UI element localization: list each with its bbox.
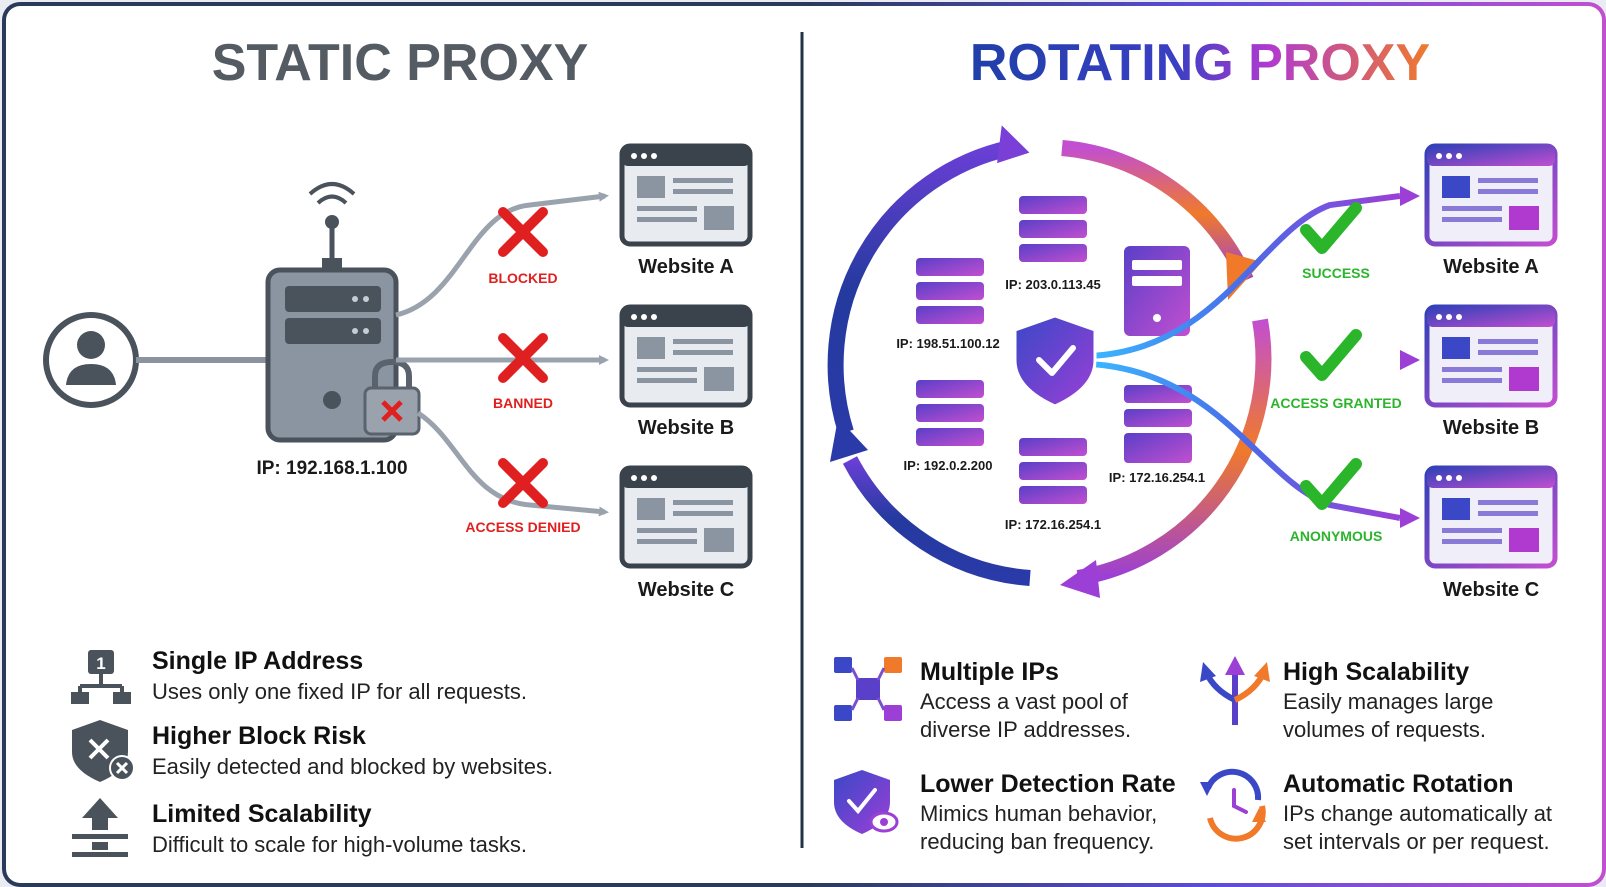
static-website-b-label: Website B [638,417,734,439]
user-avatar-icon [43,312,139,408]
static-website-b-icon [619,304,753,408]
ip-server-1-icon [1019,196,1087,262]
static-ip-label: IP: 192.168.1.100 [256,458,407,479]
ip-label-4: IP: 172.16.254.1 [1005,517,1101,532]
static-website-a-icon [619,143,753,247]
rotating-website-c-label: Website C [1443,579,1539,601]
static-website-c-label: Website C [638,579,734,601]
static-website-a-label: Website A [638,256,734,278]
success-check-icon [1300,202,1362,254]
limited-scale-icon [72,798,128,857]
network-nodes-icon [834,657,902,721]
static-route-a [395,191,609,318]
ring-arrowhead-top [997,125,1030,164]
static-feature-title-2: Limited Scalability [152,800,372,828]
banned-x-icon [498,333,548,383]
rotating-feature-title-3: Automatic Rotation [1283,770,1514,798]
rotating-website-b-icon [1424,304,1558,408]
ip-label-1: IP: 203.0.113.45 [1005,277,1100,292]
rotating-feature-title-1: High Scalability [1283,658,1469,686]
rotating-website-a-label: Website A [1443,256,1539,278]
frame-background [6,6,1602,883]
blocked-x-icon [498,207,548,257]
shield-x-icon [72,720,135,782]
status-success: SUCCESS [1302,265,1370,281]
lock-icon [363,358,421,436]
shield-check-icon [1013,314,1097,408]
status-anonymous: ANONYMOUS [1290,528,1383,544]
status-blocked: BLOCKED [488,270,557,286]
static-route-c [416,410,609,517]
static-feature-desc-2: Difficult to scale for high-volume tasks… [152,832,527,857]
rotating-website-c-icon [1424,465,1558,569]
ring-arrowhead-bottom [1060,560,1100,598]
status-access-granted: ACCESS GRANTED [1270,395,1401,411]
rotation-clock-icon [1200,768,1266,842]
static-title: STATIC PROXY [212,34,589,92]
static-feature-desc-0: Uses only one fixed IP for all requests. [152,679,527,704]
ring-arrow-bottom-left [842,456,1031,586]
rotating-title: ROTATING PROXY [970,34,1430,92]
anonymous-check-icon [1300,458,1362,510]
rotating-feature-title-0: Multiple IPs [920,658,1059,686]
rotating-feature-desc-0b: diverse IP addresses. [920,717,1131,742]
static-website-c-icon [619,465,753,569]
beam-route-a [1089,193,1401,359]
ip-server-3-icon [916,380,984,446]
ip-label-5: IP: 172.16.254.1 [1109,470,1205,485]
static-feature-title-0: Single IP Address [152,647,363,675]
shield-eye-icon [834,770,899,834]
status-banned: BANNED [493,395,553,411]
granted-check-icon [1300,329,1362,381]
rotating-feature-desc-0a: Access a vast pool of [920,689,1129,714]
static-feature-desc-1: Easily detected and blocked by websites. [152,754,553,779]
rotating-feature-desc-2a: Mimics human behavior, [920,801,1157,826]
ip-server-2-icon [916,258,984,324]
ring-arrow-top-right [1061,140,1254,284]
ring-arrow-left [827,140,1012,435]
status-access-denied: ACCESS DENIED [465,519,580,535]
rotating-feature-desc-3b: set intervals or per request. [1283,829,1550,854]
rotating-website-a-icon [1424,143,1558,247]
denied-x-icon [498,458,548,508]
ring-arrow-bottom-right [1076,318,1272,586]
rotating-feature-title-2: Lower Detection Rate [920,770,1176,798]
branch-arrows-icon [1200,656,1270,725]
ip-label-3: IP: 192.0.2.200 [904,458,993,473]
ip-label-2: IP: 198.51.100.12 [896,336,999,351]
svg-text:1: 1 [96,654,105,673]
rotating-website-b-label: Website B [1443,417,1539,439]
rotating-feature-desc-1b: volumes of requests. [1283,717,1486,742]
ip-server-4-icon [1019,438,1087,504]
ip-server-5-icon [1124,385,1192,463]
single-ip-icon: 1 [71,650,131,704]
ring-arrowhead-left [830,418,868,462]
tower-server-icon [1124,246,1190,336]
static-feature-title-1: Higher Block Risk [152,722,366,750]
rotating-feature-desc-1a: Easily manages large [1283,689,1493,714]
rotating-feature-desc-3a: IPs change automatically at [1283,801,1552,826]
rotating-feature-desc-2b: reducing ban frequency. [920,829,1154,854]
